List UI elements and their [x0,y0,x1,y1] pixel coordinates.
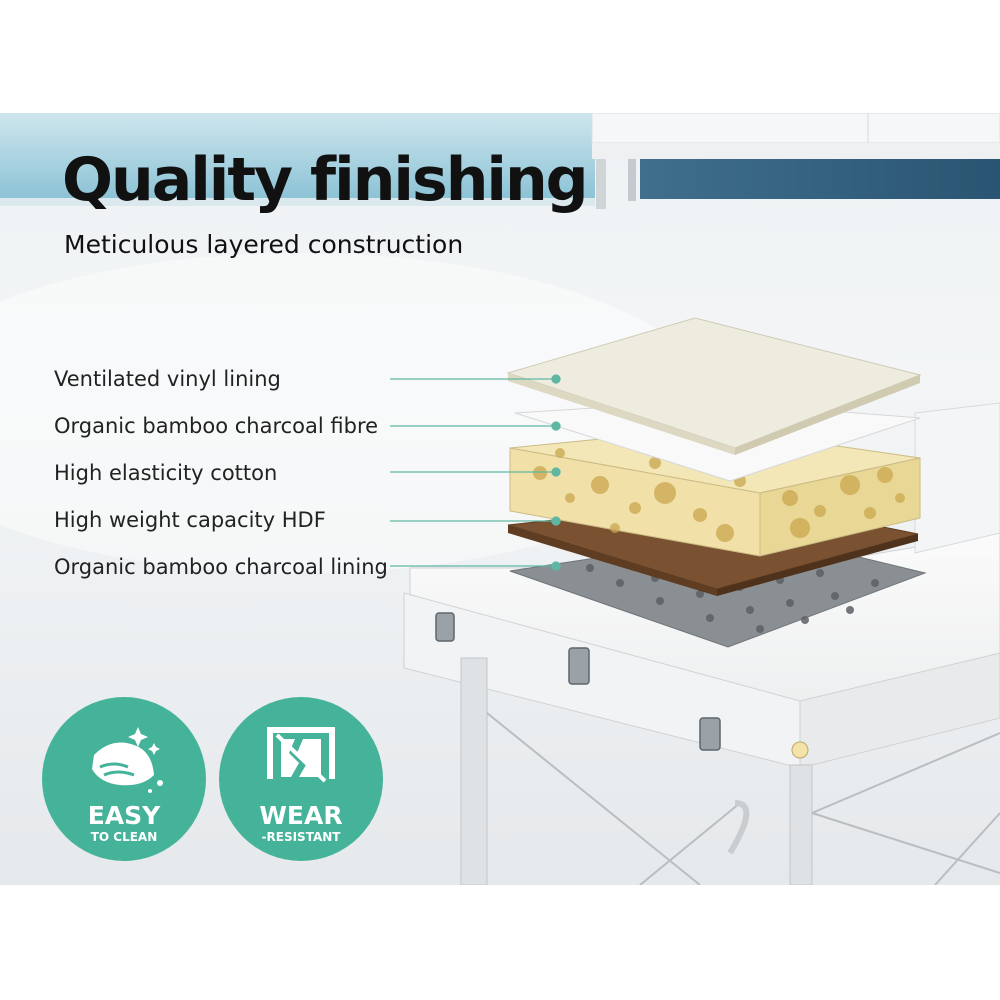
table-knob [791,741,809,759]
easy-to-clean-badge: EASY TO CLEAN [42,697,206,861]
background-illustration [0,113,1000,885]
layer-label-vinyl: Ventilated vinyl lining [54,367,281,391]
product-scene [0,113,1000,885]
wear-resistant-badge: WEAR -RESISTANT [219,697,383,861]
massage-table-head-section [914,402,1000,554]
page-title: Quality finishing [62,145,589,215]
layer-label-cotton: High elasticity cotton [54,461,278,485]
table-legs [460,657,813,885]
wear-badge-subtitle: -RESISTANT [261,830,341,844]
cleaning-cloth-icon [92,727,163,793]
cabinet-top [591,113,1000,144]
cabinet-dark-panel [640,159,1000,199]
layer-label-hdf: High weight capacity HDF [54,508,326,532]
page-subtitle: Meticulous layered construction [64,230,464,259]
cracked-wall-icon [267,727,335,783]
cabinet-leg [596,159,606,209]
blue-wall [0,113,595,198]
wear-badge-title: WEAR [259,801,343,830]
easy-badge-title: EASY [87,801,161,830]
leader-lines [390,374,561,571]
layer-stack [506,317,927,648]
easy-badge-subtitle: TO CLEAN [90,830,158,844]
layer-label-bamboo-fibre: Organic bamboo charcoal fibre [54,414,379,438]
latch-hardware [435,612,721,751]
layer-label-bamboo-lining: Organic bamboo charcoal lining [54,555,388,579]
